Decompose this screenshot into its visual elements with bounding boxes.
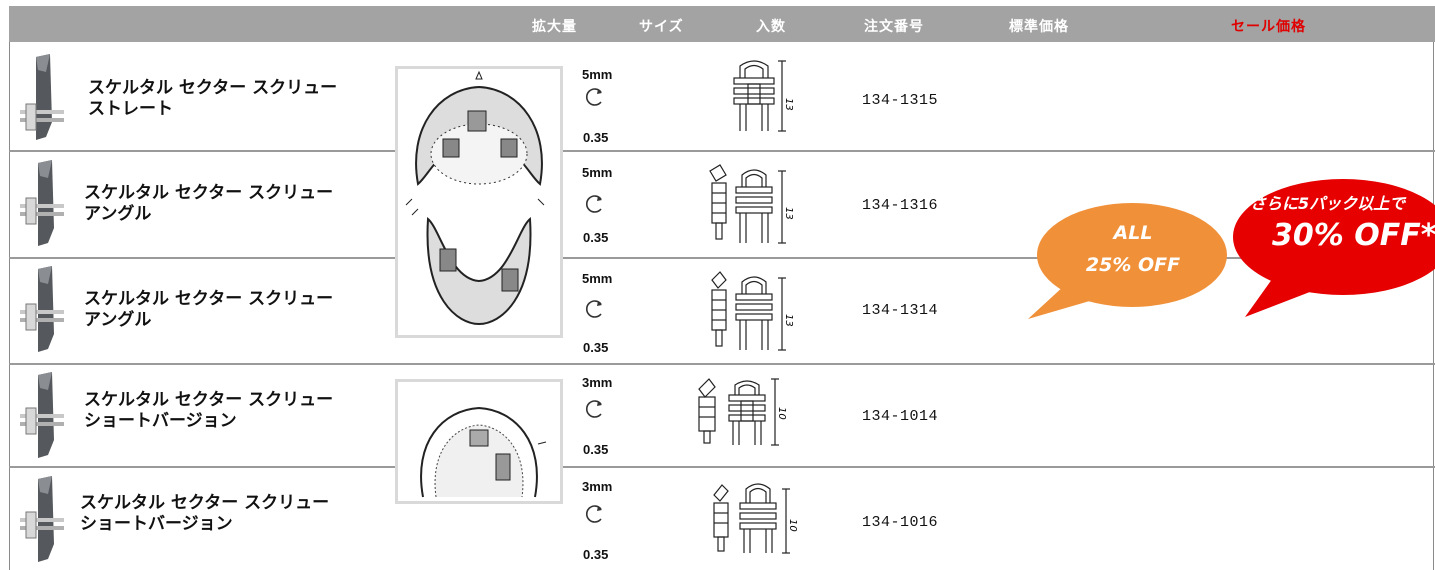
expansion-value: 3mm: [582, 375, 613, 390]
product-name-line2: ストレート: [88, 99, 173, 119]
product-name: スケルタル セクター スクリュー ショートバージョン: [84, 390, 333, 432]
header-order-number: 注文番号: [864, 19, 924, 35]
order-number: 134-1315: [862, 92, 939, 109]
header-expansion: 拡大量: [532, 19, 577, 35]
screw-technical-drawing: 10: [698, 378, 787, 446]
screw-technical-drawing: 13: [711, 271, 794, 351]
product-name: スケルタル セクター スクリュー アングル: [84, 289, 333, 331]
product-name: スケルタル セクター スクリュー アングル: [84, 183, 333, 225]
table-header: 拡大量 サイズ 入数 注文番号 標準価格 セール価格: [9, 6, 1435, 42]
row-divider: [9, 363, 1435, 365]
product-name: スケルタル セクター スクリュー ストレート: [88, 78, 337, 120]
product-photo: [20, 160, 64, 246]
dimension-label: 13: [783, 98, 794, 111]
rotation-arrow-icon: [586, 195, 602, 213]
screw-technical-drawing: 10: [713, 483, 798, 554]
pitch-value: 0.35: [583, 442, 609, 457]
pitch-value: 0.35: [583, 230, 609, 245]
order-number: 134-1314: [862, 302, 939, 319]
order-number: 134-1016: [862, 514, 939, 531]
product-photo: [20, 372, 64, 458]
discount-bubble-orange-text: ALL 25% OFF: [1068, 217, 1198, 281]
bubble1-line2: 25% OFF: [1085, 254, 1181, 276]
expansion-value: 5mm: [582, 67, 613, 82]
table-right-border: [1433, 42, 1434, 570]
header-quantity: 入数: [756, 19, 786, 35]
expansion-value: 3mm: [582, 479, 613, 494]
rotation-arrow-icon: [586, 505, 602, 523]
product-name-line2: アングル: [84, 204, 152, 224]
dimension-label: 13: [783, 207, 794, 220]
table-left-border: [9, 42, 10, 570]
bubble1-line1: ALL: [1113, 222, 1153, 244]
product-name-line1: スケルタル セクター スクリュー: [88, 78, 338, 98]
bubble2-line2: 30% OFF*: [1272, 218, 1435, 253]
order-number: 134-1316: [862, 197, 939, 214]
product-name-line1: スケルタル セクター スクリュー: [84, 289, 334, 309]
row-divider: [9, 257, 1435, 259]
row-divider: [9, 150, 1435, 152]
dental-arch-illustration: [395, 379, 563, 504]
discount-bubble-orange: [1028, 203, 1227, 319]
order-number: 134-1014: [862, 408, 939, 425]
pitch-value: 0.35: [583, 340, 609, 355]
pitch-value: 0.35: [583, 130, 609, 145]
header-sale-price: セール価格: [1231, 19, 1306, 35]
row-divider: [9, 466, 1435, 468]
product-name-line2: ショートバージョン: [84, 411, 237, 431]
discount-bubble-red: [1233, 179, 1435, 317]
screw-technical-drawing: 13: [709, 164, 794, 244]
expansion-value: 5mm: [582, 271, 613, 286]
header-standard-price: 標準価格: [1009, 19, 1069, 35]
product-name-line2: ショートバージョン: [80, 514, 233, 534]
product-photo: [20, 476, 64, 562]
screw-technical-drawing: 13: [733, 60, 794, 132]
rotation-arrow-icon: [586, 88, 602, 106]
dimension-label: 10: [787, 519, 798, 532]
product-name-line1: スケルタル セクター スクリュー: [84, 390, 334, 410]
rotation-arrow-icon: [586, 400, 602, 418]
dimension-label: 10: [776, 407, 787, 420]
expansion-value: 5mm: [582, 165, 613, 180]
dimension-label: 13: [783, 314, 794, 327]
header-size: サイズ: [639, 19, 684, 35]
bubble2-line1: さらに5パック以上で: [1250, 194, 1406, 213]
product-name: スケルタル セクター スクリュー ショートバージョン: [80, 493, 329, 535]
discount-bubble-red-text: さらに5パック以上で 30% OFF*: [1250, 192, 1435, 256]
product-name-line1: スケルタル セクター スクリュー: [80, 493, 330, 513]
product-name-line1: スケルタル セクター スクリュー: [84, 183, 334, 203]
pitch-value: 0.35: [583, 547, 609, 562]
product-photo: [20, 54, 64, 140]
product-name-line2: アングル: [84, 310, 152, 330]
product-photo: [20, 266, 64, 352]
rotation-arrow-icon: [586, 300, 602, 318]
dental-arch-illustration: [395, 66, 563, 338]
